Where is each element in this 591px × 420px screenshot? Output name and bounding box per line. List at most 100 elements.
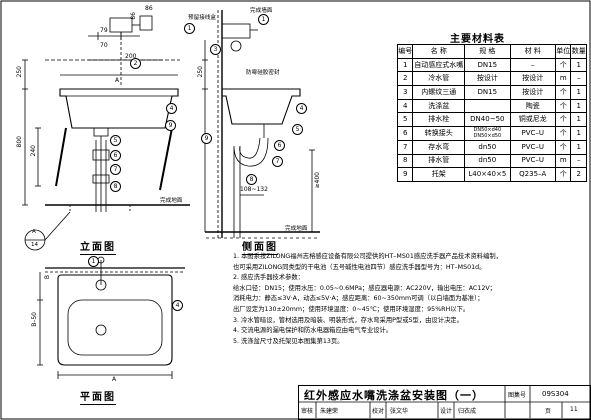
atlas-label: 图集号 bbox=[508, 392, 527, 399]
dim-86-v: 86 bbox=[130, 12, 137, 20]
atlas-number: 09S304 bbox=[542, 390, 569, 398]
dim-250-front: 250 bbox=[16, 66, 23, 78]
plan-view bbox=[37, 256, 185, 379]
notes-block: 1. 本图系按ZILONG福州志榕感应设备有限公司提供的HT–MS01感应洗手器… bbox=[233, 252, 591, 347]
dim-250-side: 250 bbox=[197, 66, 204, 78]
sealant-label: 防霉硅胶密封 bbox=[246, 70, 280, 76]
note-line: 4. 交流电源的漏电保护和防水电器箱应由电气专业设计。 bbox=[233, 327, 393, 335]
note-line: 出厂设定为130±20mm；使用环境温度：0~45℃；使用环境湿度：95%RH以… bbox=[233, 305, 470, 313]
sink-outline-plan bbox=[57, 274, 173, 366]
tag-4: 4 bbox=[166, 103, 177, 114]
checker-name: 张文华 bbox=[390, 408, 409, 415]
drain-plan bbox=[95, 324, 107, 336]
finished-floor-side: 完成地面 bbox=[285, 226, 308, 232]
side-view-label: 侧面图 bbox=[242, 238, 278, 255]
finished-wall-label: 完成墙面 bbox=[250, 8, 273, 14]
col-material: 材 料 bbox=[509, 44, 556, 59]
dim-a-plan: A bbox=[112, 376, 117, 383]
dim-a-front: A bbox=[115, 77, 120, 84]
note-line: 1. 本图系按ZILONG福州志榕感应设备有限公司提供的HT–MS01感应洗手器… bbox=[233, 253, 502, 260]
side-tag-1: 1 bbox=[258, 14, 269, 25]
tag-1: 1 bbox=[184, 23, 195, 34]
note-line: 给水口径：DN15；使用水压：0.05~0.6MPa；感应器电源：AC220V，… bbox=[233, 284, 496, 292]
plan-tag-1: 1 bbox=[88, 256, 99, 267]
tag-9: 9 bbox=[165, 120, 176, 131]
col-name: 名 称 bbox=[412, 44, 466, 59]
side-tag-4: 4 bbox=[296, 103, 307, 114]
side-tag-8: 8 bbox=[246, 174, 257, 185]
materials-table-title: 主要材料表 bbox=[450, 34, 505, 45]
note-line: 也可采用ZILONG同类型的干电池（五号碱性电池四节）感应洗手器型号为：HT–M… bbox=[233, 263, 486, 271]
section-ref-top: A bbox=[32, 229, 36, 235]
sink-body-side bbox=[222, 88, 301, 125]
embedded-box-label: 预留接线盒 bbox=[188, 15, 216, 21]
dim-b-plan2: B bbox=[44, 275, 51, 280]
dim-240: 240 bbox=[30, 145, 37, 157]
col-unit: 单位 bbox=[554, 44, 572, 59]
sink-body-front bbox=[59, 88, 179, 129]
dim-800: 800 bbox=[16, 136, 23, 148]
side-tag-9: 9 bbox=[201, 133, 212, 144]
junction-box bbox=[139, 15, 153, 31]
plan-view-title: 平面图 bbox=[80, 392, 116, 405]
dim-400: ≥400 bbox=[314, 172, 321, 189]
drawing-title: 红外感应水嘴洗涤盆安装图（一） bbox=[304, 389, 484, 402]
section-ref-bottom: 14 bbox=[31, 242, 39, 248]
tag-8: 8 bbox=[110, 181, 121, 192]
front-view-title: 立面图 bbox=[80, 242, 116, 255]
note-line: 5. 洗涤盆尺寸及托架见本图集第13页。 bbox=[233, 337, 344, 345]
sink-bowl-plan bbox=[67, 299, 163, 356]
dim-b-plan: B–50 bbox=[31, 312, 38, 327]
faucet-side bbox=[221, 23, 251, 39]
side-elevation bbox=[202, 10, 320, 239]
designer-name: 归衣成 bbox=[458, 408, 477, 415]
dim-108-132: 108~132 bbox=[240, 186, 268, 193]
side-view-title: 侧面图 bbox=[242, 242, 278, 255]
front-elevation bbox=[22, 15, 190, 251]
design-label: 设计 bbox=[440, 408, 453, 415]
dim-200: 200 bbox=[125, 53, 137, 60]
page-number: 11 bbox=[570, 406, 578, 413]
note-line: 2. 感应洗手器技术参数： bbox=[233, 274, 304, 282]
note-line: 消耗电力：静态≤3V·A，动态≤5V·A；感应距离：60~350mm可调（以白墙… bbox=[233, 295, 484, 303]
col-no: 编号 bbox=[396, 44, 414, 59]
side-tag-3: 3 bbox=[210, 44, 221, 55]
tag-5: 5 bbox=[110, 135, 121, 146]
tag-2: 2 bbox=[130, 58, 141, 69]
front-view-label: 立面图 bbox=[80, 238, 116, 255]
faucet-sensor-box bbox=[109, 17, 133, 33]
tag-7: 7 bbox=[110, 164, 121, 175]
title-block-grid bbox=[298, 385, 590, 418]
materials-table-header: 编号 名 称 规 格 材 料 单位 数量 bbox=[396, 44, 587, 59]
dim-79: 79 bbox=[100, 27, 108, 34]
side-tag-7: 7 bbox=[272, 156, 283, 167]
page-label: 页 bbox=[545, 408, 552, 415]
col-spec: 规 格 bbox=[464, 44, 511, 59]
plan-view-label: 平面图 bbox=[80, 388, 116, 405]
review-label: 审核 bbox=[301, 408, 314, 415]
reviewer-name: 朱建荣 bbox=[320, 408, 339, 415]
dim-86-h: 86 bbox=[145, 5, 153, 12]
finished-floor-front: 完成地面 bbox=[160, 198, 183, 204]
dim-70: 70 bbox=[100, 42, 108, 49]
note-line: 3. 冷水管暗设，管材选用及暗装、明装形式，存水弯采用P型或S型，由设计决定。 bbox=[233, 316, 463, 324]
side-tag-6: 6 bbox=[274, 140, 285, 151]
tag-6: 6 bbox=[110, 150, 121, 161]
check-label: 校对 bbox=[372, 408, 385, 415]
side-tag-5: 5 bbox=[292, 124, 303, 135]
plan-tag-4: 4 bbox=[172, 300, 183, 311]
col-qty: 数量 bbox=[570, 44, 587, 59]
